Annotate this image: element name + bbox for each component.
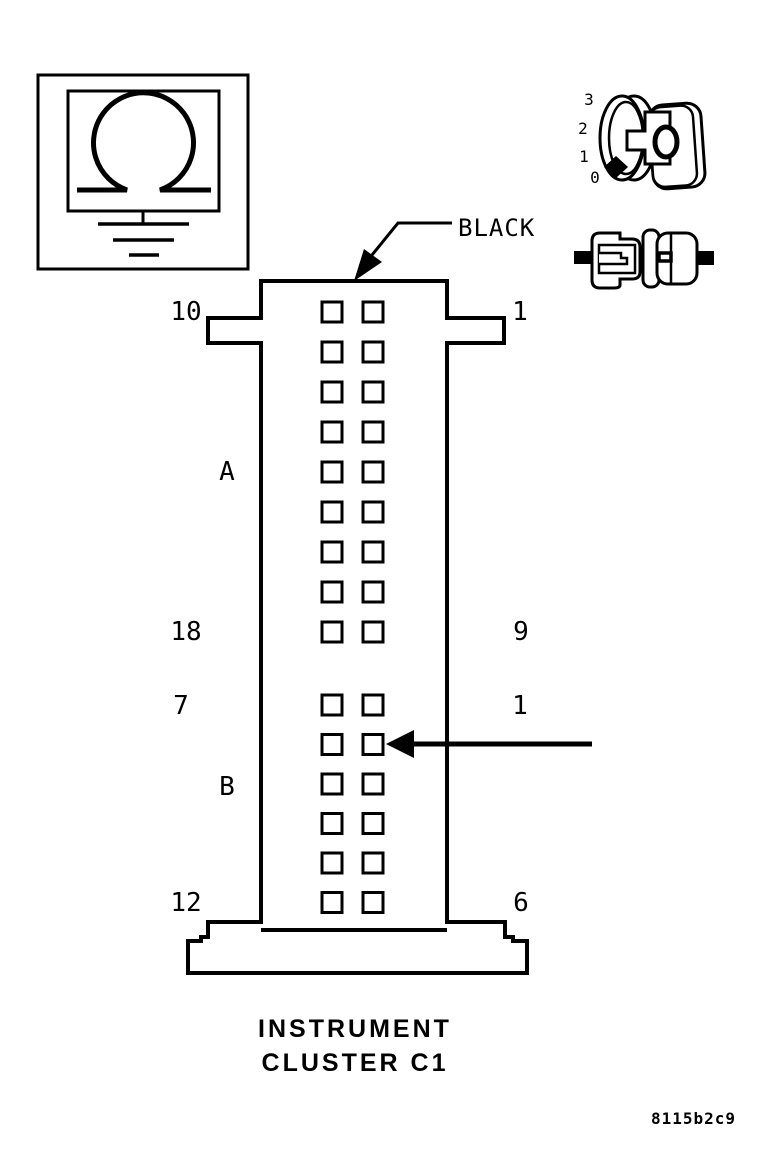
dial-keyhole-ring	[652, 124, 680, 160]
caption-line-1: INSTRUMENT	[258, 1015, 452, 1043]
pin-cavity	[320, 500, 344, 524]
pin-label-a-first-left: 10	[170, 297, 202, 327]
pin-cavity	[361, 340, 385, 364]
pin-cavity	[361, 580, 385, 604]
chassis-ground-icon	[36, 73, 250, 271]
pin-cavity	[320, 380, 344, 404]
pin-cavity	[320, 540, 344, 564]
pin-cavity	[320, 772, 344, 796]
caption-line-2: CLUSTER C1	[261, 1049, 449, 1077]
left-wire-stub	[574, 251, 593, 264]
pin-cavity	[361, 380, 385, 404]
pin-label-a-last-left: 18	[170, 617, 202, 647]
dial-position-0: 0	[590, 168, 600, 187]
pin-label-a-last-right: 9	[513, 617, 529, 647]
pin-cavity	[320, 460, 344, 484]
black-label-leader-arrow	[354, 221, 452, 281]
connector-body-outline	[186, 279, 529, 975]
pin-cavity	[361, 500, 385, 524]
pin-cavity	[361, 620, 385, 644]
pin-cavity	[320, 812, 344, 835]
pin-cavity	[320, 580, 344, 604]
pin-label-b-first-right: 1	[512, 691, 528, 721]
pin-cavity	[320, 420, 344, 444]
pin-cavity	[361, 300, 385, 324]
pin-label-b-last-left: 12	[170, 888, 202, 918]
right-wire-stub	[696, 251, 714, 265]
female-slot	[657, 251, 673, 263]
pin-cavity	[320, 891, 344, 914]
pin-cavity	[361, 891, 385, 914]
leader-line	[370, 221, 452, 256]
pin-cavity	[361, 693, 385, 717]
pin-cavity	[320, 340, 344, 364]
figure-code: 8115b2c9	[651, 1109, 737, 1128]
pin-label-b-first-left: 7	[173, 691, 189, 721]
wire-color-label: BLACK	[458, 214, 536, 242]
pin-cavity	[320, 733, 344, 756]
pin-cavity	[361, 420, 385, 444]
pin-pointer-arrow	[386, 730, 592, 758]
pin-cavity	[320, 851, 344, 875]
pin-cavity	[320, 693, 344, 717]
pin-cavity	[320, 620, 344, 644]
section-a-pin-grid	[320, 300, 385, 644]
pin-cavity	[361, 812, 385, 835]
pin-cavity	[361, 733, 385, 756]
pin-label-a-first-right: 1	[512, 297, 528, 327]
connector-silhouette	[186, 279, 529, 975]
pin-label-b-last-right: 6	[513, 888, 529, 918]
pin-cavity	[361, 540, 385, 564]
in-line-connector-icon	[574, 228, 714, 290]
dial-position-1: 1	[579, 147, 589, 166]
pin-cavity	[361, 460, 385, 484]
pin-cavity	[320, 300, 344, 324]
section-b-label: B	[219, 772, 235, 802]
dial-position-pointer	[604, 156, 628, 178]
dial-position-2: 2	[578, 119, 588, 138]
pointer-arrowhead	[386, 730, 414, 758]
section-a-label: A	[219, 457, 235, 487]
pin-cavity	[361, 772, 385, 796]
figure-caption: INSTRUMENT CLUSTER C1	[185, 1012, 525, 1080]
rotary-dial-icon	[598, 94, 707, 191]
pin-cavity	[361, 851, 385, 875]
section-b-pin-grid	[320, 693, 385, 914]
dial-position-3: 3	[584, 90, 594, 109]
leader-arrowhead	[354, 249, 382, 281]
female-connector-body	[655, 231, 699, 286]
male-terminal-blade	[599, 251, 629, 266]
ground-omega-shape	[77, 90, 211, 193]
ground-icon-inner-box	[66, 89, 221, 213]
ground-icon-outer-box	[36, 73, 250, 271]
